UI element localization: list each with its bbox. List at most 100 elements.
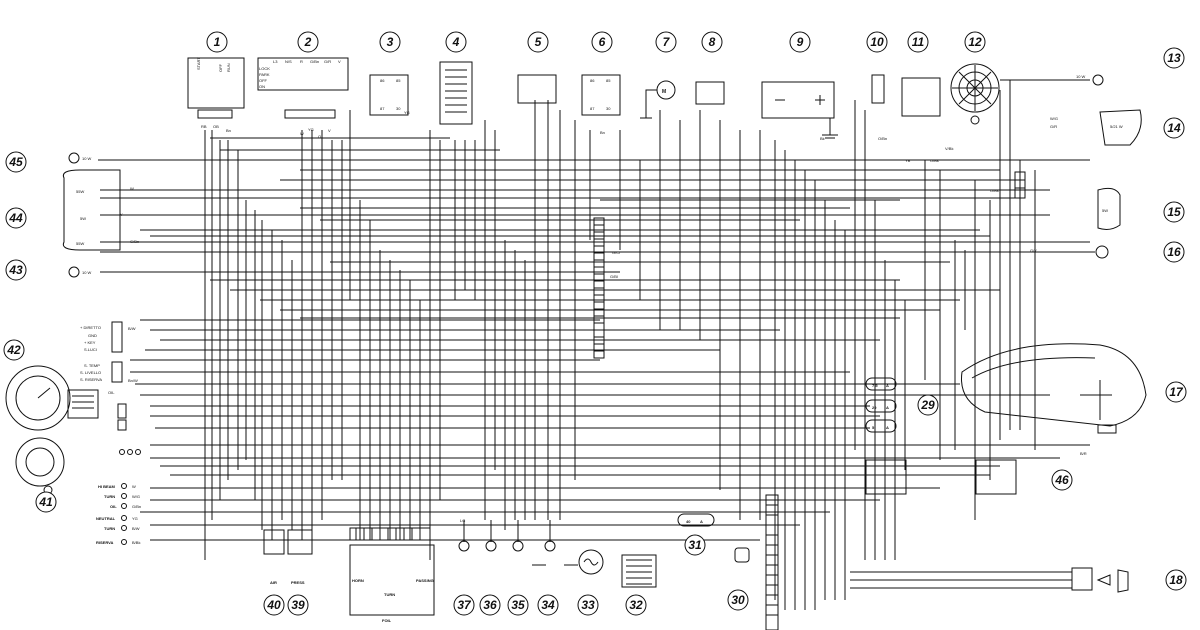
svg-text:G/R: G/R <box>1050 124 1057 129</box>
connector-right <box>1014 171 1026 199</box>
callout-46: 46 <box>1051 469 1073 491</box>
svg-text:S. TEMP: S. TEMP <box>84 363 100 368</box>
svg-text:+ KEY: + KEY <box>84 340 96 345</box>
svg-text:45: 45 <box>8 155 23 169</box>
svg-text:W: W <box>130 186 134 191</box>
svg-text:LG: LG <box>460 518 465 523</box>
svg-text:5W: 5W <box>80 216 86 221</box>
svg-text:10 W: 10 W <box>82 270 92 275</box>
svg-text:OFF: OFF <box>218 63 223 72</box>
callout-41: 41 <box>35 491 57 513</box>
svg-text:OIL: OIL <box>108 390 115 395</box>
svg-text:O/Bk: O/Bk <box>930 158 939 163</box>
svg-text:FOIL: FOIL <box>382 618 392 623</box>
svg-text:B/Bk: B/Bk <box>132 540 140 545</box>
svg-text:M: M <box>662 89 666 95</box>
svg-text:85: 85 <box>606 78 611 83</box>
callout-18: 18 <box>1165 569 1187 591</box>
callout-42: 42 <box>3 339 25 361</box>
callout-8: 8 <box>701 31 723 53</box>
svg-text:86: 86 <box>380 78 385 83</box>
svg-text:30: 30 <box>396 106 401 111</box>
svg-text:7: 7 <box>663 35 671 49</box>
callout-45: 45 <box>5 151 27 173</box>
svg-text:PRESS: PRESS <box>291 580 305 585</box>
svg-text:8: 8 <box>709 35 716 49</box>
svg-text:86: 86 <box>590 78 595 83</box>
svg-text:B/W: B/W <box>132 526 140 531</box>
stop-light-15: 5W <box>1097 187 1121 230</box>
connector-4 <box>439 61 473 125</box>
svg-text:OIL: OIL <box>110 504 117 509</box>
svg-text:3: 3 <box>387 35 394 49</box>
svg-text:31: 31 <box>688 538 702 552</box>
callout-43: 43 <box>5 259 27 281</box>
svg-text:G/R: G/R <box>324 59 331 64</box>
handlebar-switch: HORN TURN PASSING FOIL <box>349 527 435 623</box>
svg-text:B/W: B/W <box>128 326 136 331</box>
svg-text:39: 39 <box>291 598 305 612</box>
flasher-5 <box>517 74 557 104</box>
connector-strip-center <box>593 217 605 359</box>
callout-36: 36 <box>479 594 501 616</box>
svg-text:+ DIRETTO: + DIRETTO <box>80 325 101 330</box>
svg-text:G/Ci: G/Ci <box>612 250 620 255</box>
wire-harness <box>98 80 1090 610</box>
svg-text:G/Bn: G/Bn <box>132 504 141 509</box>
svg-text:44: 44 <box>8 211 23 225</box>
callout-5: 5 <box>527 31 549 53</box>
svg-text:N/S: N/S <box>285 59 292 64</box>
svg-text:55W: 55W <box>76 241 84 246</box>
callout-37: 37 <box>453 594 475 616</box>
svg-text:S. RISERVA: S. RISERVA <box>80 377 102 382</box>
svg-text:PASSING: PASSING <box>416 578 434 583</box>
svg-text:YG: YG <box>308 127 314 132</box>
svg-text:Bn: Bn <box>600 130 605 135</box>
svg-text:20: 20 <box>872 405 877 410</box>
callout-34: 34 <box>537 594 559 616</box>
svg-text:13: 13 <box>1167 51 1181 65</box>
svg-text:14: 14 <box>1167 121 1181 135</box>
svg-text:32: 32 <box>629 598 643 612</box>
svg-text:29: 29 <box>920 398 935 412</box>
svg-text:G/Bn: G/Bn <box>310 59 319 64</box>
callout-12: 12 <box>964 31 986 53</box>
svg-text:S. LIVELLO: S. LIVELLO <box>80 370 101 375</box>
svg-text:15: 15 <box>1167 205 1181 219</box>
svg-text:RISERVA: RISERVA <box>96 540 114 545</box>
callout-29: 29 <box>917 394 939 416</box>
svg-text:HI BEAM: HI BEAM <box>98 484 116 489</box>
callout-14: 14 <box>1163 117 1185 139</box>
svg-text:46: 46 <box>1054 473 1069 487</box>
svg-text:O/Bn: O/Bn <box>878 136 887 141</box>
relay-6: 86 85 87 30 <box>581 74 621 116</box>
svg-text:18: 18 <box>1169 573 1183 587</box>
svg-text:RB: RB <box>201 124 207 129</box>
svg-text:6: 6 <box>599 35 606 49</box>
lamp-16 <box>1040 245 1109 259</box>
svg-text:1: 1 <box>214 35 221 49</box>
svg-text:43: 43 <box>8 263 23 277</box>
callout-16: 16 <box>1163 241 1185 263</box>
svg-text:2: 2 <box>304 35 312 49</box>
callout-40: 40 <box>263 594 285 616</box>
warning-lights: HI BEAM TURN OIL NEUTRAL TURN RISERVA W … <box>96 483 141 545</box>
sensor-10 <box>871 74 885 104</box>
main-fuse-31: 40 A <box>677 513 715 527</box>
stator-33 <box>578 549 604 575</box>
sensors-34-37 <box>458 520 578 566</box>
svg-text:G/Bn: G/Bn <box>130 239 139 244</box>
relay-3: 86 85 87 30 <box>369 74 409 116</box>
pickup-30 <box>734 547 750 563</box>
svg-text:W: W <box>300 131 304 136</box>
callout-39: 39 <box>287 594 309 616</box>
svg-text:HORN: HORN <box>352 578 364 583</box>
svg-text:B/R: B/R <box>1080 451 1087 456</box>
callout-10: 10 <box>866 31 888 53</box>
relay-pair-46 <box>865 459 1017 495</box>
svg-text:YG: YG <box>132 516 138 521</box>
callout-7: 7 <box>655 31 677 53</box>
svg-text:A: A <box>886 405 889 410</box>
svg-text:85: 85 <box>396 78 401 83</box>
